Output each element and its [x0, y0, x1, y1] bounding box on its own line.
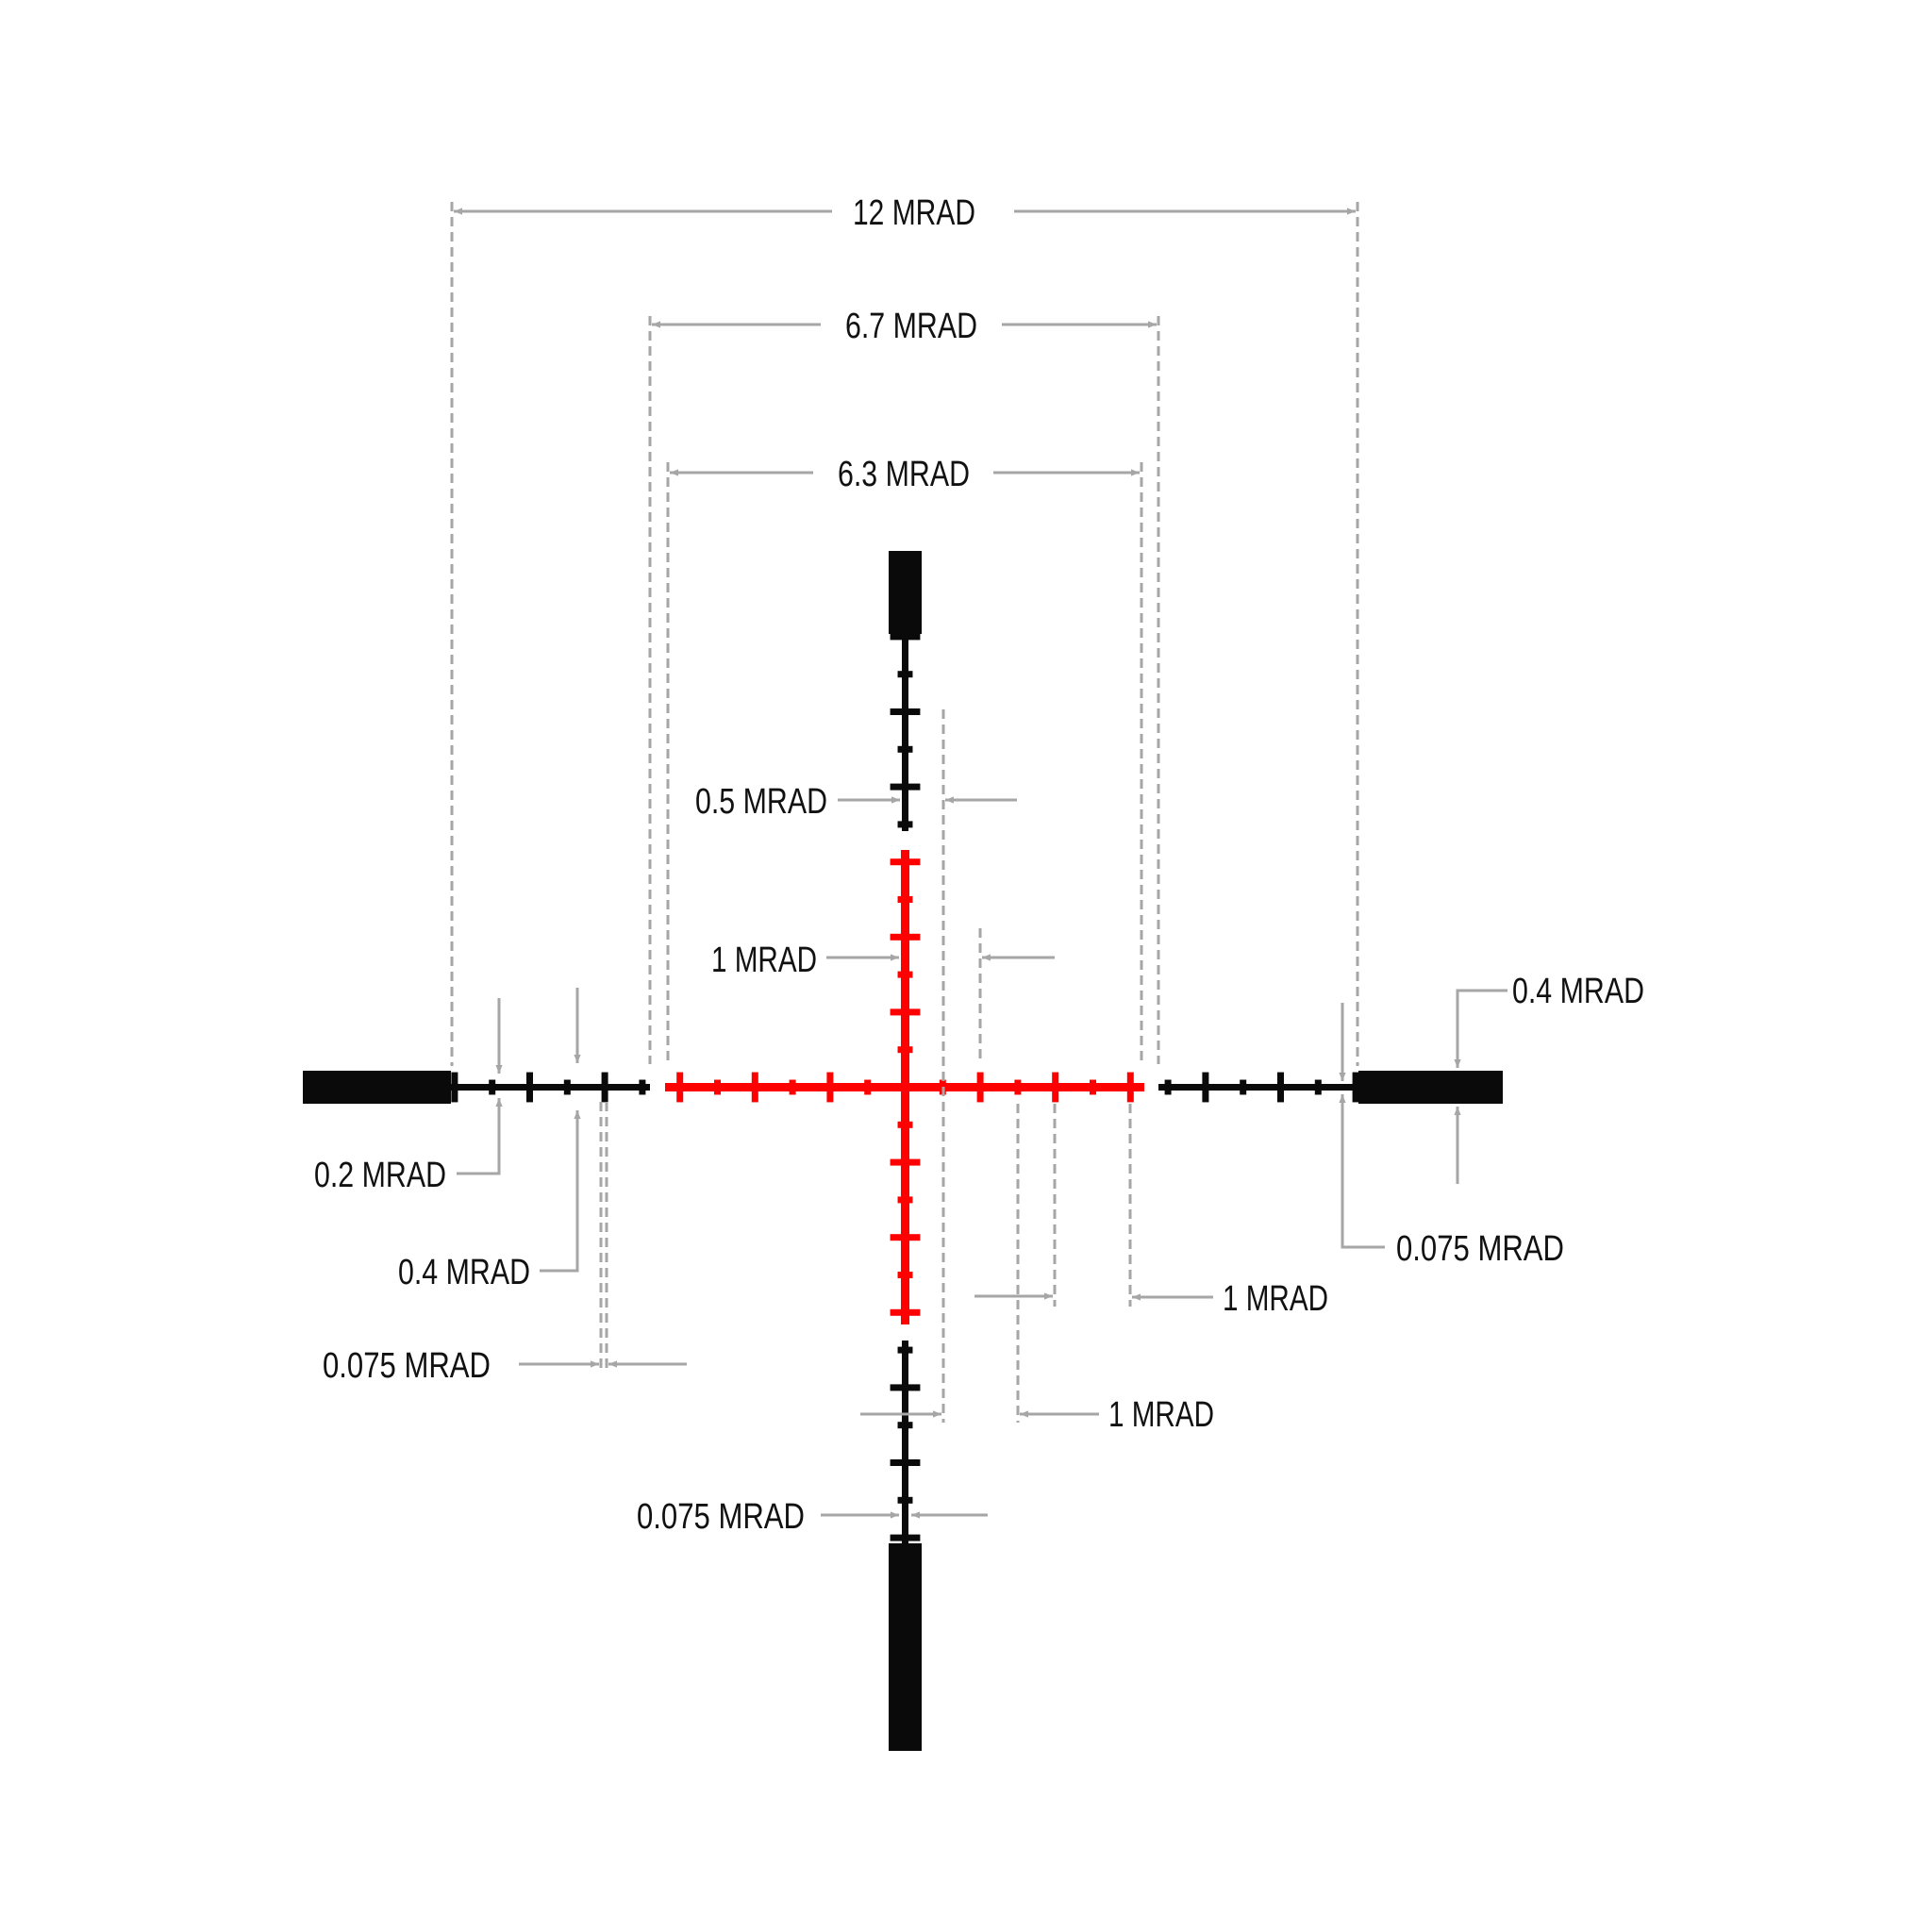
major-tick: [890, 1234, 921, 1241]
minor-tick: [1164, 1079, 1172, 1095]
minor-tick: [897, 671, 913, 678]
label-minor-tick-length: 0.2 MRAD: [314, 1156, 446, 1195]
major-tick: [976, 1072, 984, 1103]
dimension-arrows: [454, 208, 1507, 1519]
minor-tick: [1014, 1079, 1022, 1095]
label-vertical-major-spacing: 1 MRAD: [711, 941, 817, 980]
dimension-lines: [450, 202, 1507, 1519]
dimension-labels: 12 MRAD 6.7 MRAD 6.3 MRAD 0.5 MRAD 1 MRA…: [314, 193, 1644, 1537]
major-tick: [890, 1308, 921, 1316]
minor-tick: [897, 1272, 913, 1278]
label-width-6-3: 6.3 MRAD: [838, 455, 970, 494]
label-width-12: 12 MRAD: [853, 193, 975, 233]
bottom-outer-line: [902, 1341, 908, 1543]
label-horizontal-major-spacing-lower: 1 MRAD: [1108, 1395, 1214, 1435]
top-outer-line: [902, 634, 908, 831]
label-vertical-half-spacing: 0.5 MRAD: [695, 782, 827, 822]
right-outer-line: [1158, 1084, 1358, 1091]
major-tick: [826, 1072, 834, 1103]
label-right-line-thickness: 0.075 MRAD: [1396, 1229, 1564, 1269]
major-tick: [601, 1072, 608, 1103]
minor-tick: [1314, 1079, 1322, 1095]
left-outer-line: [451, 1084, 650, 1091]
major-tick: [890, 1384, 921, 1391]
minor-tick: [639, 1079, 646, 1095]
minor-tick: [897, 1046, 913, 1054]
minor-tick: [489, 1079, 496, 1095]
minor-tick: [714, 1079, 721, 1095]
label-width-6-7: 6.7 MRAD: [845, 307, 977, 346]
label-horizontal-major-spacing-right: 1 MRAD: [1223, 1279, 1328, 1319]
major-tick: [890, 933, 921, 941]
minor-tick: [563, 1079, 571, 1095]
extension-lines: [450, 202, 1359, 1423]
major-tick: [890, 783, 921, 791]
red-vertical-line: [901, 850, 909, 1324]
right-post: [1358, 1071, 1503, 1104]
major-tick: [676, 1072, 684, 1103]
minor-tick: [897, 896, 913, 903]
major-tick: [1202, 1072, 1209, 1103]
major-tick: [1052, 1072, 1059, 1103]
major-tick: [1126, 1072, 1134, 1103]
major-tick: [526, 1072, 533, 1103]
major-tick: [890, 1008, 921, 1016]
left-post: [303, 1071, 451, 1104]
minor-tick: [897, 821, 913, 828]
minor-tick: [897, 1422, 913, 1429]
major-tick: [890, 633, 921, 641]
minor-tick: [897, 971, 913, 978]
minor-tick: [1090, 1079, 1096, 1095]
minor-tick: [1240, 1079, 1247, 1095]
major-tick: [890, 1534, 921, 1541]
minor-tick: [864, 1079, 872, 1095]
bottom-post: [889, 1543, 922, 1751]
minor-tick: [789, 1079, 796, 1095]
minor-tick: [897, 745, 913, 753]
minor-tick: [897, 1196, 913, 1204]
major-tick: [890, 1459, 921, 1466]
minor-tick: [897, 1496, 913, 1504]
major-tick: [1352, 1072, 1359, 1103]
major-tick: [890, 708, 921, 715]
top-post: [889, 551, 922, 634]
minor-tick: [897, 1121, 913, 1128]
major-tick: [890, 1158, 921, 1166]
label-post-thickness: 0.4 MRAD: [1512, 972, 1644, 1011]
label-major-tick-length: 0.4 MRAD: [398, 1253, 530, 1292]
major-tick: [1277, 1072, 1284, 1103]
reticle-ticks: [451, 633, 1359, 1541]
label-left-line-thickness: 0.075 MRAD: [323, 1346, 491, 1386]
major-tick: [451, 1072, 458, 1103]
reticle-crosshair: [303, 551, 1503, 1751]
major-tick: [751, 1072, 758, 1103]
major-tick: [890, 858, 921, 866]
minor-tick: [897, 1346, 913, 1354]
label-bottom-line-thickness: 0.075 MRAD: [637, 1497, 805, 1537]
